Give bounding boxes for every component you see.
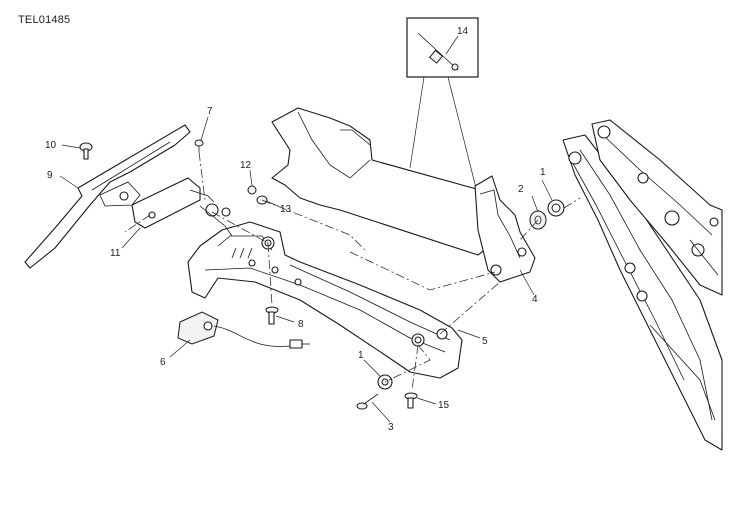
screw-7 [194, 139, 204, 152]
screw-3 [356, 393, 379, 410]
rear-subframe [562, 119, 723, 451]
assembly-lines [124, 151, 581, 391]
callout-8: 8 [298, 319, 304, 330]
callout-1-lower: 1 [358, 350, 364, 361]
screw-15 [404, 392, 418, 409]
callout-5: 5 [482, 336, 488, 347]
callout-11: 11 [110, 248, 121, 259]
nut-12 [247, 185, 257, 195]
plate-bracket-9 [24, 124, 191, 269]
drawing-id-label: TEL01485 [18, 14, 71, 26]
callout-2: 2 [518, 184, 524, 195]
detail-inset-14 [406, 17, 479, 189]
callout-3: 3 [388, 422, 394, 433]
leader-lines [59, 116, 553, 423]
callout-6: 6 [160, 357, 166, 368]
callout-14: 14 [457, 26, 469, 37]
callout-1-upper: 1 [540, 167, 546, 178]
screw-8 [265, 306, 279, 325]
callout-15: 15 [438, 400, 450, 411]
callout-4: 4 [532, 294, 538, 305]
callout-9: 9 [47, 170, 53, 181]
callout-12: 12 [240, 160, 252, 171]
light-assembly-11 [131, 177, 233, 237]
plate-holder-5 [187, 221, 463, 379]
callout-7: 7 [207, 106, 213, 117]
tail-cover [271, 107, 499, 256]
callout-13: 13 [280, 204, 292, 215]
screw-10 [79, 142, 93, 160]
callout-numbers: 1 1 2 3 4 5 6 7 8 9 10 11 12 13 14 15 [45, 26, 546, 433]
callout-10: 10 [45, 140, 57, 151]
bracket-4 [474, 175, 536, 283]
sensor-6 [177, 311, 310, 349]
washer-1-upper [547, 199, 565, 217]
